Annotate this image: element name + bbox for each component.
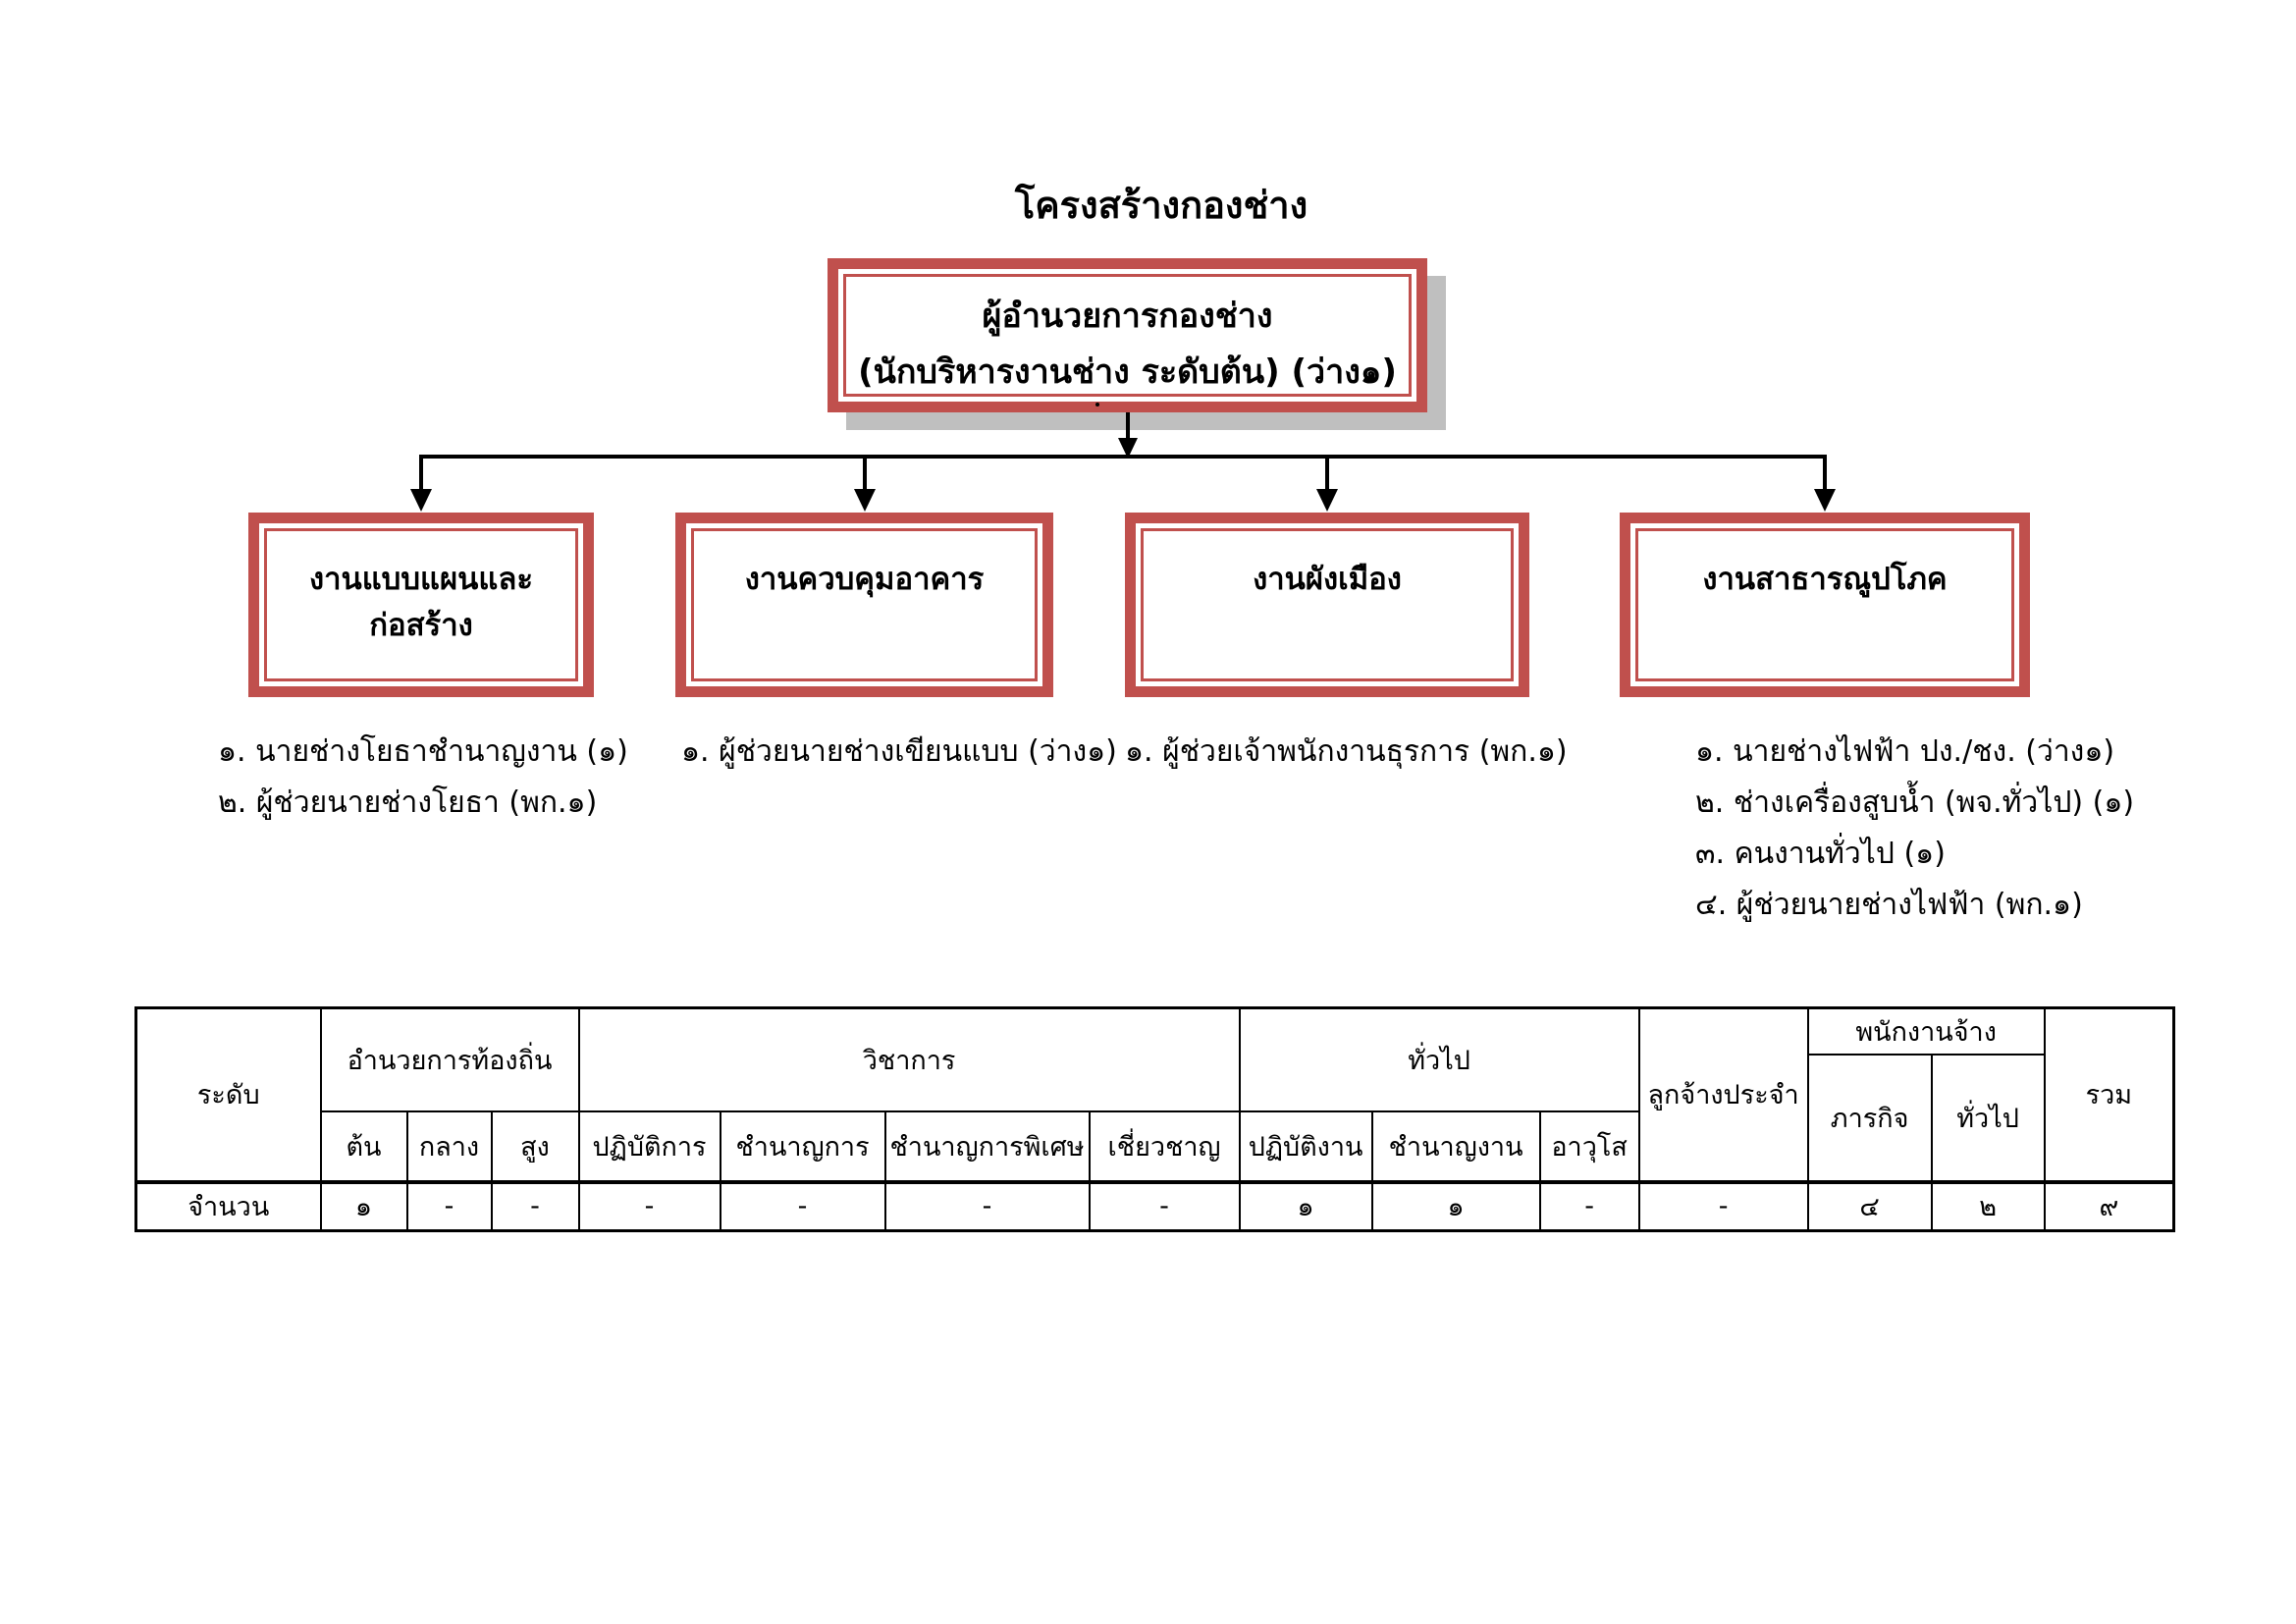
box-inner-frame: งานสาธารณูปโภค: [1635, 528, 2014, 681]
staff-list-plan-construction: ๑. นายช่างโยธาชำนาญงาน (๑) ๒. ผู้ช่วยนาย…: [218, 727, 628, 829]
header-permanent-employee: ลูกจ้างประจำ: [1637, 1006, 1809, 1183]
header-contract-mission: ภารกิจ: [1806, 1053, 1933, 1183]
staff-list-item: ๑. นายช่างไฟฟ้า ปง./ชง. (ว่าง๑): [1695, 734, 2115, 769]
staff-list-item: ๑. นายช่างโยธาชำนาญงาน (๑): [218, 734, 628, 769]
arrow-down-icon: [1814, 489, 1836, 512]
summary-table: ระดับ อำนวยการท้องถิ่น วิชาการ ทั่วไป ลู…: [134, 1006, 2176, 1232]
count-cell: -: [883, 1179, 1091, 1232]
staff-list-city-planning: ๑. ผู้ช่วยเจ้าพนักงานธุรการ (พก.๑): [1125, 727, 1568, 778]
header-contract-general: ทั่วไป: [1930, 1053, 2046, 1183]
header-sub: กลาง: [405, 1110, 493, 1183]
header-group-general: ทั่วไป: [1238, 1006, 1640, 1112]
header-group-contract-employee: พนักงานจ้าง: [1806, 1006, 2046, 1056]
table-row-counts: จำนวน ๑ - - - - - - ๑ ๑ - - ๔ ๒ ๙: [134, 1179, 2175, 1232]
director-subtitle-line: (นักบริหารงานช่าง ระดับต้น) (ว่าง๑): [858, 352, 1397, 392]
box-inner-frame: ผู้อำนวยการกองช่าง (นักบริหารงานช่าง ระด…: [843, 274, 1412, 397]
header-sub: เชี่ยวชาญ: [1088, 1110, 1241, 1183]
org-box-building-control: งานควบคุมอาคาร: [675, 513, 1053, 697]
count-cell: -: [1637, 1179, 1809, 1232]
count-row-label: จำนวน: [134, 1179, 322, 1232]
count-cell: -: [577, 1179, 721, 1232]
count-cell: ๙: [2043, 1179, 2175, 1232]
arrow-down-icon: [1118, 438, 1138, 459]
table-row-subheaders: ต้น กลาง สูง ปฏิบัติการ ชำนาญการ ชำนาญกา…: [136, 1110, 2174, 1183]
header-total: รวม: [2043, 1006, 2175, 1183]
count-cell: ๑: [319, 1179, 408, 1232]
header-sub: อาวุโส: [1538, 1110, 1640, 1183]
summary-table-container: ระดับ อำนวยการท้องถิ่น วิชาการ ทั่วไป ลู…: [134, 1006, 2176, 1232]
connector-drop-line-2: [863, 459, 867, 491]
count-cell: -: [405, 1179, 493, 1232]
staff-list-item: ๔. ผู้ช่วยนายช่างไฟฟ้า (พก.๑): [1695, 888, 2083, 922]
staff-list-item: ๑. ผู้ช่วยเจ้าพนักงานธุรการ (พก.๑): [1125, 734, 1568, 769]
header-sub: ต้น: [319, 1110, 408, 1183]
connector-drop-line-3: [1325, 459, 1329, 491]
header-group-local-admin: อำนวยการท้องถิ่น: [319, 1006, 580, 1112]
box-inner-frame: งานผังเมือง: [1141, 528, 1514, 681]
director-title-line: ผู้อำนวยการกองช่าง: [982, 297, 1273, 336]
dept-name-line: งานควบคุมอาคาร: [744, 562, 985, 597]
header-level: ระดับ: [134, 1006, 322, 1183]
staff-list-item: ๒. ช่างเครื่องสูบน้ำ (พจ.ทั่วไป) (๑): [1695, 785, 2135, 820]
count-cell: ๒: [1930, 1179, 2046, 1232]
count-cell: -: [1538, 1179, 1640, 1232]
staff-list-building-control: ๑. ผู้ช่วยนายช่างเขียนแบบ (ว่าง๑): [681, 727, 1117, 778]
dept-name-line: งานผังเมือง: [1253, 562, 1402, 597]
org-box-public-utilities: งานสาธารณูปโภค: [1620, 513, 2030, 697]
header-sub: ชำนาญการพิเศษ: [883, 1110, 1091, 1183]
count-cell: -: [1088, 1179, 1241, 1232]
connector-horizontal-line: [419, 455, 1827, 459]
box-inner-frame: งานควบคุมอาคาร: [691, 528, 1038, 681]
count-cell: -: [490, 1179, 580, 1232]
staff-list-public-utilities: ๑. นายช่างไฟฟ้า ปง./ชง. (ว่าง๑) ๒. ช่างเ…: [1695, 727, 2134, 931]
connector-drop-line-1: [419, 459, 423, 491]
count-cell: ๑: [1238, 1179, 1373, 1232]
table-row-group-headers: ระดับ อำนวยการท้องถิ่น วิชาการ ทั่วไป ลู…: [134, 1006, 2175, 1183]
org-box-plan-construction: งานแบบแผนและ ก่อสร้าง: [248, 513, 594, 697]
staff-list-item: ๒. ผู้ช่วยนายช่างโยธา (พก.๑): [218, 785, 598, 820]
org-box-city-planning: งานผังเมือง: [1125, 513, 1529, 697]
header-sub: ชำนาญการ: [719, 1110, 886, 1183]
stray-dot: [1095, 403, 1099, 406]
dept-name-line: ก่อสร้าง: [369, 608, 473, 643]
staff-list-item: ๓. คนงานทั่วไป (๑): [1695, 837, 1946, 871]
count-cell: -: [719, 1179, 886, 1232]
header-sub: สูง: [490, 1110, 580, 1183]
box-inner-frame: งานแบบแผนและ ก่อสร้าง: [264, 528, 578, 681]
connector-stem-line: [1126, 412, 1130, 440]
table-row-contract-subheaders: ภารกิจ ทั่วไป: [136, 1053, 2174, 1183]
dept-name-line: งานแบบแผนและ: [308, 562, 534, 597]
connector-drop-line-4: [1823, 459, 1827, 491]
page-title: โครงสร้างกองช่าง: [1014, 184, 1308, 227]
staff-list-item: ๑. ผู้ช่วยนายช่างเขียนแบบ (ว่าง๑): [681, 734, 1117, 769]
header-sub: ชำนาญงาน: [1370, 1110, 1541, 1183]
arrow-down-icon: [410, 489, 432, 512]
arrow-down-icon: [854, 489, 876, 512]
org-box-director: ผู้อำนวยการกองช่าง (นักบริหารงานช่าง ระด…: [828, 258, 1427, 412]
header-sub: ปฏิบัติการ: [577, 1110, 721, 1183]
header-group-academic: วิชาการ: [577, 1006, 1241, 1112]
count-cell: ๑: [1370, 1179, 1541, 1232]
arrow-down-icon: [1316, 489, 1338, 512]
count-cell: ๔: [1806, 1179, 1933, 1232]
header-sub: ปฏิบัติงาน: [1238, 1110, 1373, 1183]
dept-name-line: งานสาธารณูปโภค: [1702, 562, 1948, 597]
